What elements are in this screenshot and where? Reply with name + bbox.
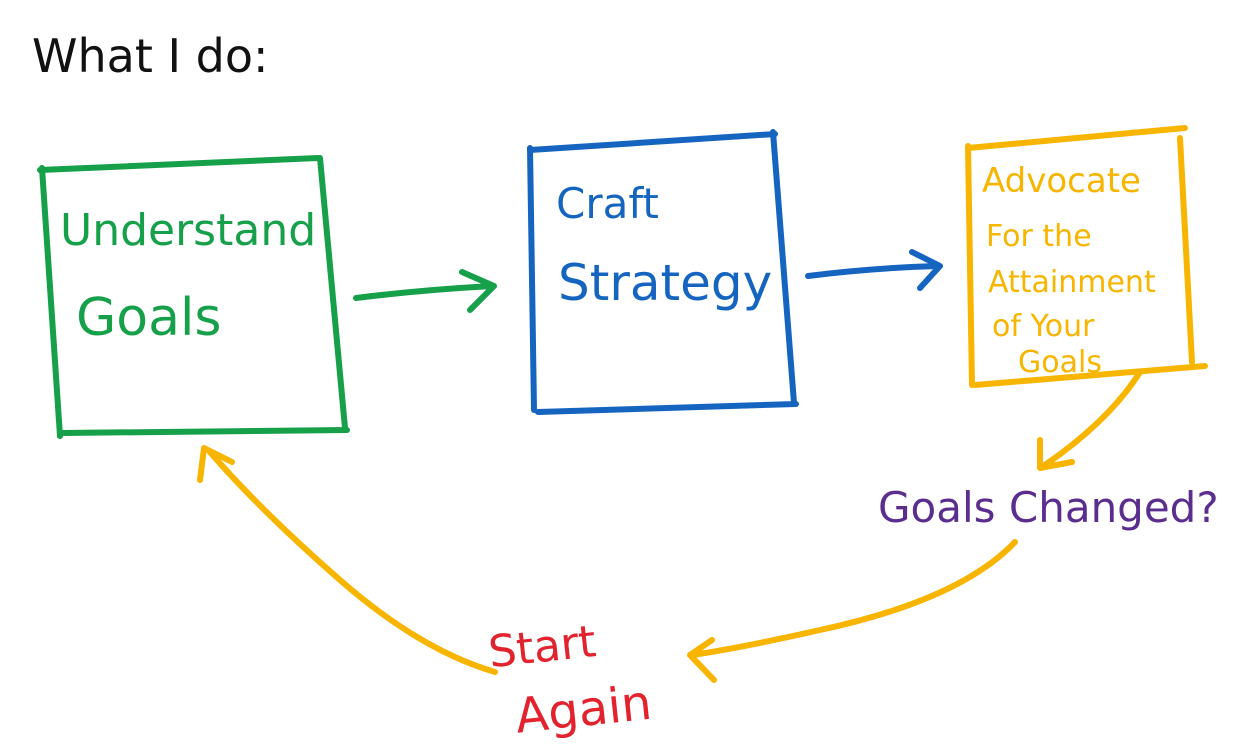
box-craft-strategy: [527, 129, 799, 415]
step-label-line: Attainment: [988, 265, 1156, 300]
arrow-to-craft-strategy: [353, 269, 497, 313]
step-label-line: Understand: [60, 205, 316, 256]
diagram-title: What I do:: [32, 29, 269, 83]
arrow-to-start-again: [687, 539, 1018, 683]
step-craft-strategy: Craft Strategy: [527, 129, 799, 415]
goals-changed-question: Goals Changed?: [878, 483, 1219, 532]
step-label-line: Advocate: [982, 161, 1141, 201]
step-understand-goals: Understand Goals: [37, 155, 350, 439]
restart-line: Start: [486, 616, 598, 678]
step-label-line: Goals: [76, 288, 222, 348]
arrow-back-to-understand-goals: [197, 445, 498, 675]
step-advocate: Advocate For the Attainment of Your Goal…: [965, 125, 1208, 388]
arrow-to-goals-changed: [1037, 369, 1143, 471]
start-again-label: Start Again: [486, 616, 655, 745]
step-label-line: Goals: [1018, 345, 1102, 380]
step-label-line: of Your: [992, 309, 1095, 344]
restart-line: Again: [513, 675, 655, 745]
step-label-line: Craft: [556, 179, 659, 228]
step-label-line: Strategy: [558, 254, 772, 312]
box-advocate: [965, 125, 1208, 388]
step-label-line: For the: [986, 219, 1092, 254]
arrow-to-advocate: [805, 249, 943, 291]
box-understand-goals: [37, 155, 350, 439]
